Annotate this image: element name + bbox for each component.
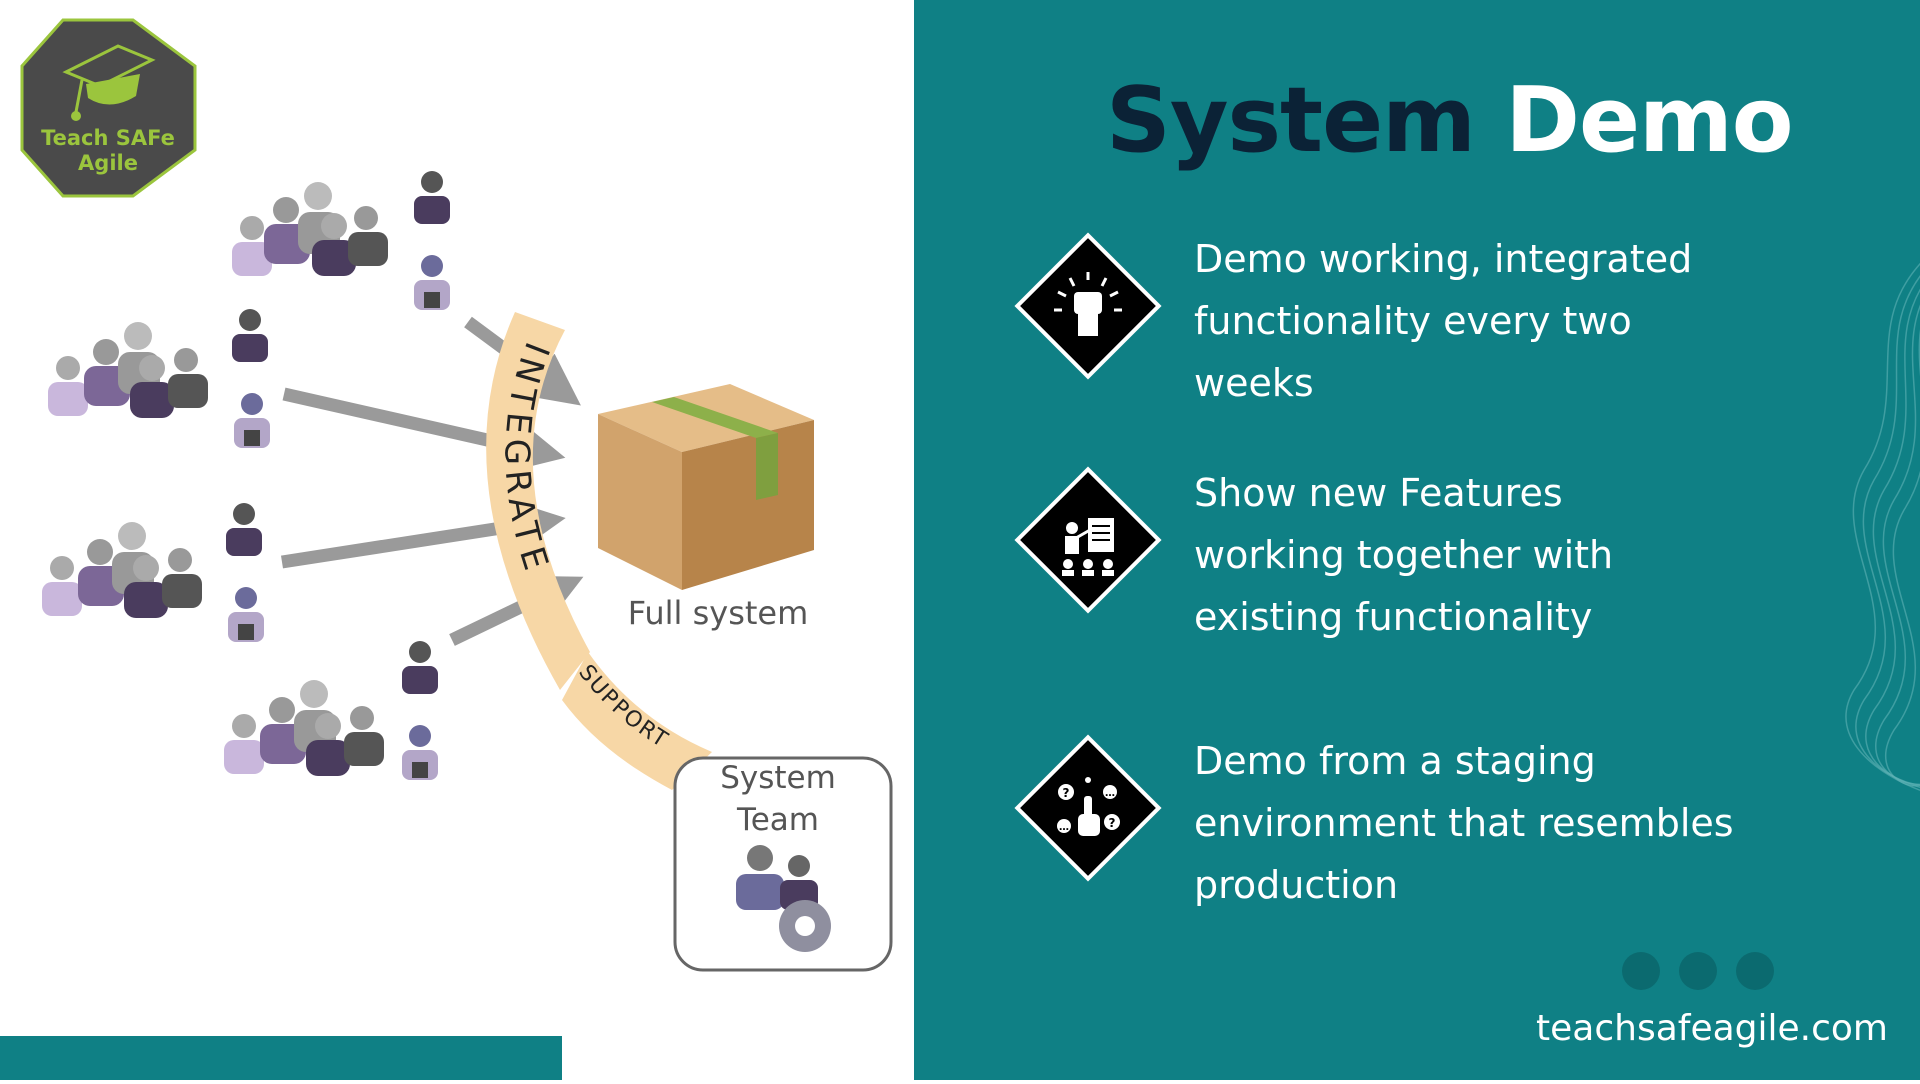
team-group-1	[232, 182, 388, 276]
team-role-persons	[226, 171, 450, 780]
slide-title: System Demo	[1106, 76, 1794, 166]
bullet-2-line-2: working together with	[1194, 533, 1614, 577]
questions-hand-icon: ? … … ?	[1014, 734, 1162, 882]
bullet-3-line-2: environment that resembles	[1194, 801, 1734, 845]
teach-safe-agile-logo: Teach SAFe Agile	[20, 18, 197, 198]
bullet-2-text: Show new Features working together with …	[1194, 462, 1754, 648]
svg-text:?: ?	[1109, 816, 1116, 830]
system-team-label-line1: System	[720, 760, 836, 796]
integrate-arc	[486, 312, 590, 690]
team-group-4	[224, 680, 384, 776]
bullet-2-line-3: existing functionality	[1194, 595, 1593, 639]
diagram-panel: Teach SAFe Agile INTEGRATE SUPPORT	[0, 0, 914, 1080]
content-panel: System Demo Demo working, integrated fun…	[914, 0, 1920, 1080]
svg-text:…: …	[1105, 788, 1115, 799]
bullet-3: ? … … ? Demo from a staging environment …	[1010, 730, 1860, 910]
raised-fist-icon	[1014, 232, 1162, 380]
bullet-1-line-3: weeks	[1194, 361, 1314, 405]
full-system-label: Full system	[628, 594, 809, 632]
bullet-1-line-1: Demo working, integrated	[1194, 237, 1693, 281]
bullet-1-text: Demo working, integrated functionality e…	[1194, 228, 1754, 414]
svg-text:?: ?	[1063, 786, 1070, 800]
title-word-demo: Demo	[1505, 68, 1793, 173]
presentation-icon	[1014, 466, 1162, 614]
bullet-2: Show new Features working together with …	[1010, 462, 1860, 642]
gear-icon	[779, 900, 831, 952]
svg-text:…: …	[1059, 822, 1069, 833]
dot-1	[1622, 952, 1660, 990]
pagination-dots	[1622, 952, 1782, 992]
support-arc	[562, 652, 712, 790]
title-word-system: System	[1106, 68, 1476, 173]
website-url: teachsafeagile.com	[1536, 1008, 1888, 1049]
system-team-card: System Team	[673, 756, 893, 972]
full-system-box-icon	[598, 384, 814, 590]
bullet-3-line-1: Demo from a staging	[1194, 739, 1596, 783]
bullet-3-text: Demo from a staging environment that res…	[1194, 730, 1754, 916]
dot-2	[1679, 952, 1717, 990]
bullet-1: Demo working, integrated functionality e…	[1010, 228, 1860, 408]
dot-3	[1736, 952, 1774, 990]
bullet-3-line-3: production	[1194, 863, 1399, 907]
logo-text-line2: Agile	[78, 151, 138, 175]
team-group-3	[42, 522, 202, 618]
logo-text-line1: Teach SAFe	[41, 126, 175, 150]
bullet-2-line-1: Show new Features	[1194, 471, 1563, 515]
system-team-label-line2: Team	[736, 802, 819, 838]
bottom-accent-bar	[0, 1036, 562, 1080]
bullet-1-line-2: functionality every two	[1194, 299, 1632, 343]
agile-release-train-diagram: Teach SAFe Agile INTEGRATE SUPPORT	[20, 18, 893, 972]
team-group-2	[48, 322, 208, 418]
decorative-waves	[1845, 262, 1920, 791]
